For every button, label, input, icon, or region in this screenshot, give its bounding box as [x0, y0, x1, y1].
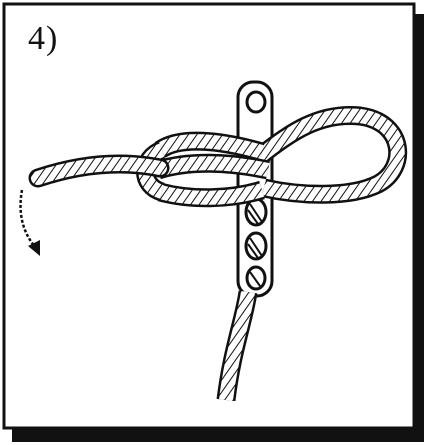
step-label: 4)	[28, 22, 58, 56]
frame-border	[4, 4, 414, 428]
